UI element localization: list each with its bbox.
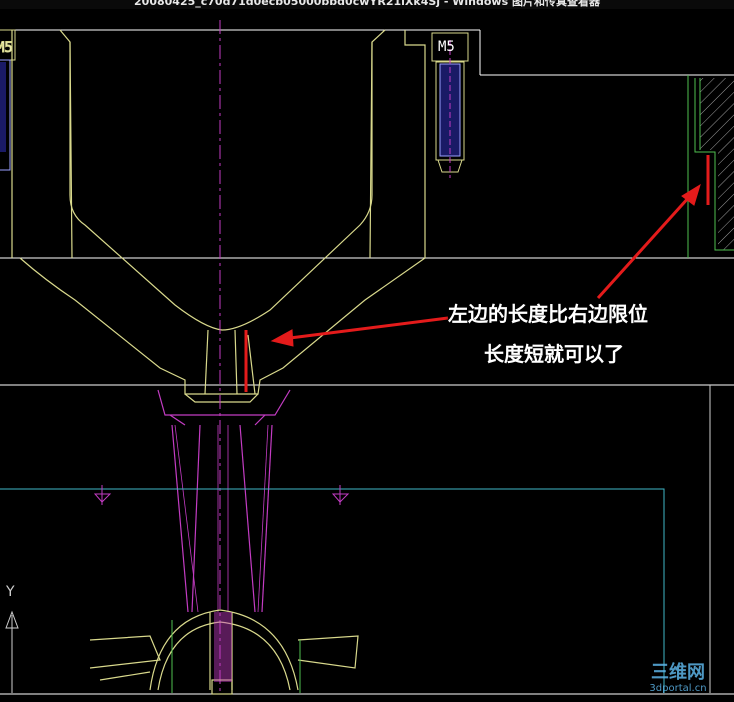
upper-plate [0, 29, 734, 386]
annotation-line-1: 左边的长度比右边限位 [448, 302, 648, 326]
watermark-logo: 三维网 3dportal.cn [649, 661, 706, 694]
screw-label-left: M5 [0, 40, 13, 56]
watermark-brand: 三维网 [651, 661, 705, 683]
screw-left: M5 [0, 29, 16, 171]
nozzle-assembly [157, 389, 291, 613]
window-titlebar: 20080425_c70d71d0ecb05000bbd0cwYR21iXk4S… [0, 0, 734, 9]
mold-plate [0, 385, 734, 695]
datum-markers [93, 485, 350, 505]
axis-label-y: Y [5, 584, 15, 600]
dome-core [214, 612, 232, 682]
screw-right [431, 32, 469, 178]
bottom-dome [89, 609, 359, 695]
screw-label-right: M5 [438, 39, 455, 55]
annotation-arrows [244, 155, 710, 392]
ucs-axis-indicator [5, 610, 19, 693]
window-title: 20080425_c70d71d0ecb05000bbd0cwYR21iXk4S… [134, 0, 600, 8]
cad-drawing-canvas: M5 M5 [0, 20, 734, 695]
hopper-housing [11, 29, 426, 403]
annotation-line-2: 长度短就可以了 [484, 342, 624, 366]
watermark-domain: 3dportal.cn [649, 683, 706, 694]
right-hatched-insert [694, 78, 734, 251]
